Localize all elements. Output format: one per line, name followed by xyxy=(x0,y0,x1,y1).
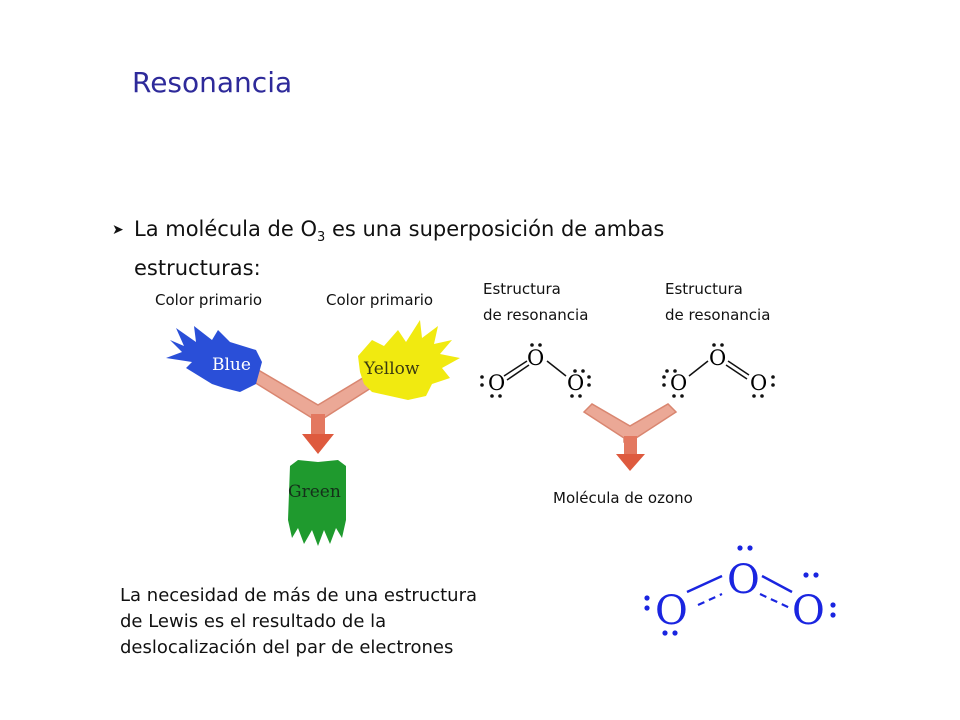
resonance-hybrid-diagram: O O O xyxy=(644,545,836,636)
description-line1: La necesidad de más de una estructura xyxy=(120,585,478,606)
label-estructura-left: Estructura de resonancia xyxy=(483,276,588,328)
green-label: Green xyxy=(288,482,341,502)
resonance-hybrid: O O O xyxy=(644,545,836,636)
description-text: La necesidad de más de una estructura de… xyxy=(120,583,580,661)
yellow-label: Yellow xyxy=(363,359,420,379)
blue-splash: Blue xyxy=(166,326,262,392)
label-color-primario-right: Color primario xyxy=(326,291,434,309)
resonance-structure-left: O O O xyxy=(480,343,591,398)
description-line3: deslocalización del par de electrones xyxy=(120,637,454,658)
label-estructura-right-line2: de resonancia xyxy=(665,306,771,324)
bullet-text-prefix: La molécula de O xyxy=(134,217,317,241)
label-estructura-left-line1: Estructura xyxy=(483,280,561,298)
bullet-text-suffix: es una superposición de ambas xyxy=(325,217,665,241)
bullet-text-line2: estructuras: xyxy=(134,256,261,281)
page-title: Resonancia xyxy=(132,66,293,99)
label-estructura-right: Estructura de resonancia xyxy=(665,276,770,328)
atom-o-center-right: O xyxy=(709,346,726,370)
yellow-splash: Yellow xyxy=(358,320,460,400)
blue-label: Blue xyxy=(212,355,251,375)
label-estructura-right-line1: Estructura xyxy=(665,280,743,298)
bullet-text: La molécula de O3 es una superposición d… xyxy=(134,214,774,284)
resonance-structure-right: O O O xyxy=(662,343,775,398)
bullet-text-subscript: 3 xyxy=(317,230,326,246)
atom-o-left-right: O xyxy=(670,371,687,395)
label-molecula-ozono: Molécula de ozono xyxy=(553,489,693,507)
atom-o-left-left: O xyxy=(488,371,505,395)
label-estructura-left-line2: de resonancia xyxy=(483,306,589,324)
atom-o-center-left: O xyxy=(527,346,544,370)
atom-o-right-right: O xyxy=(750,371,767,395)
label-color-primario-left: Color primario xyxy=(155,291,263,309)
resonance-diagram: O O O O O O xyxy=(480,343,775,471)
resonance-arrow-icon xyxy=(582,403,678,471)
green-splash: Green xyxy=(288,460,346,546)
atom-o-right-left: O xyxy=(567,371,584,395)
hybrid-atom-left: O xyxy=(655,588,688,634)
color-mixing-diagram: Blue Yellow Green xyxy=(166,320,460,546)
description-line2: de Lewis es el resultado de la xyxy=(120,611,387,632)
hybrid-atom-center: O xyxy=(727,557,760,603)
bullet-arrow-icon: ➤ xyxy=(112,222,124,238)
hybrid-atom-right: O xyxy=(792,588,825,634)
